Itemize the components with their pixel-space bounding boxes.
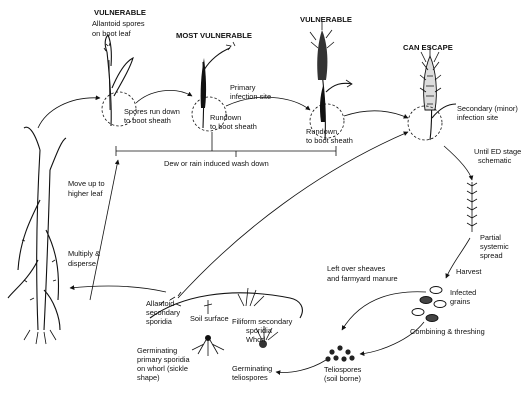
arrow-teliospores-to-germinating	[276, 360, 326, 373]
ed-stage-label-2: schematic	[478, 156, 512, 165]
flag-leaf-status: MOST VULNERABLE	[176, 31, 252, 40]
germinating-primary-label-3: on whorl (sickle	[137, 364, 188, 373]
move-up-label-2: higher leaf	[68, 189, 103, 198]
heading-plant-drawing	[310, 22, 352, 140]
multiply-label-2: disperse	[68, 259, 96, 268]
boot-leaf-top-label-1: Allantoid spores	[92, 19, 145, 28]
arrow-multiply-disperse	[70, 286, 166, 292]
heading-bottom-label-2: to boot sheath	[306, 136, 353, 145]
mature-ear-infection-circle	[408, 106, 442, 140]
infected-grains-label-2: grains	[450, 297, 470, 306]
germinating-primary-label-2: primary sporidia	[137, 355, 190, 364]
boot-leaf-top-label-2: on boot leaf	[92, 29, 132, 38]
boot-leaf-bottom-label-1: Spores run down	[124, 107, 180, 116]
filiform-label-1: Filiform secondary	[232, 317, 293, 326]
allantoid-secondary-label-1: Allantoid	[146, 299, 174, 308]
heading-bottom-label-1: Rundown	[306, 127, 337, 136]
boot-leaf-bottom-label-2: to boot sheath	[124, 116, 171, 125]
schematic-ear-drawing	[467, 182, 477, 232]
filiform-label-2: sporidia	[246, 326, 273, 335]
allantoid-secondary-label-2: secondary	[146, 308, 180, 317]
arrow-heading-to-ear	[344, 111, 408, 118]
move-up-label-1: Move up to	[68, 179, 105, 188]
heading-status: VULNERABLE	[300, 15, 352, 24]
infected-grains-label-1: Infected	[450, 288, 476, 297]
germinating-teliospores-label-2: teliospores	[232, 373, 268, 382]
teliospores-cluster	[325, 345, 354, 361]
harvest-label: Harvest	[456, 267, 481, 276]
teliospores-label-2: (soil borne)	[324, 374, 361, 383]
soil-surface-label: Soil surface	[190, 314, 229, 323]
flag-leaf-bottom-label-1: Rundown	[210, 113, 241, 122]
mature-ear-status: CAN ESCAPE	[403, 43, 453, 52]
germinating-teliospores-label-1: Germinating	[232, 364, 272, 373]
wash-down-bracket	[116, 132, 336, 157]
arrow-ear-to-schematic	[444, 146, 472, 180]
partial-spread-label-2: systemic	[480, 242, 509, 251]
mature-ear-side-label-2: infection site	[457, 113, 498, 122]
partial-spread-label-3: spread	[480, 251, 503, 260]
partial-spread-label-1: Partial	[480, 233, 501, 242]
arrow-boot-to-flag	[136, 90, 192, 103]
flag-leaf-side-label-1: Primary	[230, 83, 256, 92]
wash-down-label: Dew or rain induced wash down	[164, 159, 269, 168]
allantoid-secondary-label-3: sporidia	[146, 317, 173, 326]
ed-stage-label-1: Until ED stage	[474, 147, 521, 156]
left-wheat-plant-drawing	[8, 127, 66, 344]
left-over-label-1: Left over sheaves	[327, 264, 386, 273]
flag-leaf-bottom-label-2: to boot sheath	[210, 122, 257, 131]
germinating-primary-label-1: Germinating	[137, 346, 177, 355]
teliospores-label-1: Teliospores	[324, 365, 362, 374]
flag-leaf-side-label-2: infection site	[230, 92, 271, 101]
boot-leaf-status: VULNERABLE	[94, 8, 146, 17]
germinating-primary-label-4: shape)	[137, 373, 160, 382]
whorl-label: Whorl	[246, 335, 266, 344]
multiply-label-1: Multiply &	[68, 249, 100, 258]
arrow-plant-to-boot	[38, 98, 100, 128]
combining-label: Combining & threshing	[410, 327, 485, 336]
mature-ear-side-label-1: Secondary (minor)	[457, 104, 518, 113]
mature-ear-plant-drawing	[420, 46, 456, 140]
left-over-label-2: and farmyard manure	[327, 274, 398, 283]
